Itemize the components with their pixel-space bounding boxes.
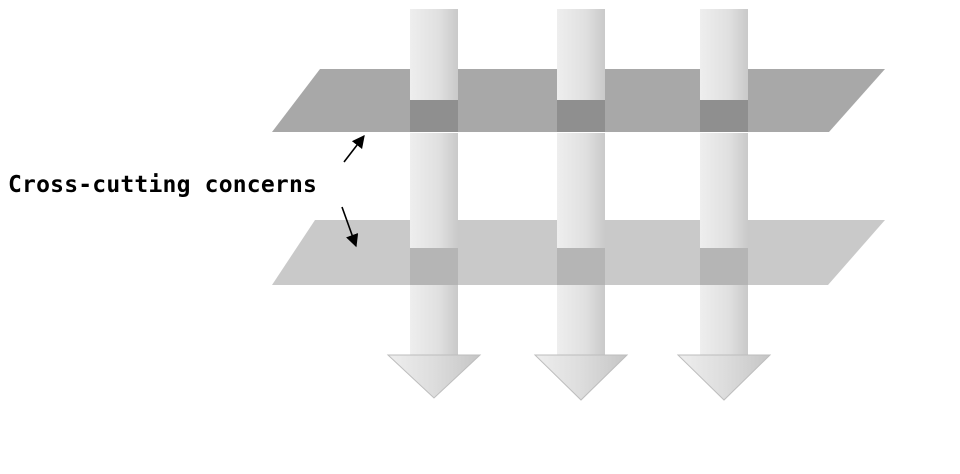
- column-3-upper: [700, 9, 748, 132]
- column-1-upper: [410, 9, 458, 132]
- column-3-lower: [676, 285, 772, 401]
- pointer-arrow-bottom: [341, 206, 359, 248]
- pointer-arrow-top: [343, 134, 365, 163]
- column-1-lower: [386, 285, 482, 399]
- column-2-upper: [557, 9, 605, 132]
- column-2-lower: [533, 285, 629, 401]
- cross-cutting-concerns-label: Cross-cutting concerns: [8, 172, 318, 198]
- column-3-middle: [700, 133, 748, 285]
- column-1-middle: [410, 133, 458, 285]
- column-2-middle: [557, 133, 605, 285]
